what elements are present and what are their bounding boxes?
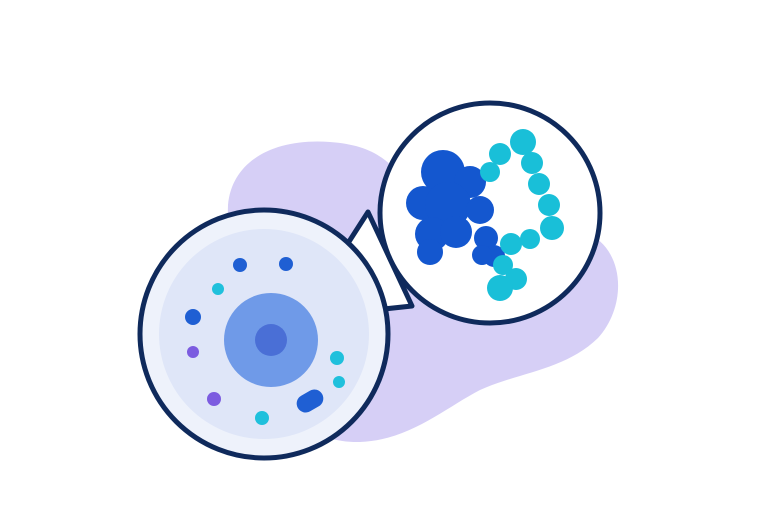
organelle-capsule: [296, 389, 324, 413]
organelle-dot: [279, 257, 293, 271]
organelle-dot: [187, 346, 199, 358]
organelle-dot: [255, 411, 269, 425]
lens-rim: [377, 100, 603, 326]
organelle-dot: [207, 392, 221, 406]
organelle-dot: [212, 283, 224, 295]
magnifier-lens-icon: [377, 100, 603, 326]
organelle-dot: [233, 258, 247, 272]
organelle-dot: [333, 376, 345, 388]
organelle-dot: [330, 351, 344, 365]
organelle-dot: [185, 309, 201, 325]
molecule-chain-cyan: [480, 129, 564, 301]
cell-nucleolus: [255, 324, 287, 356]
molecule-icon: [406, 129, 564, 301]
molecule-cluster-dark: [406, 150, 505, 267]
cell-icon: [137, 207, 391, 461]
